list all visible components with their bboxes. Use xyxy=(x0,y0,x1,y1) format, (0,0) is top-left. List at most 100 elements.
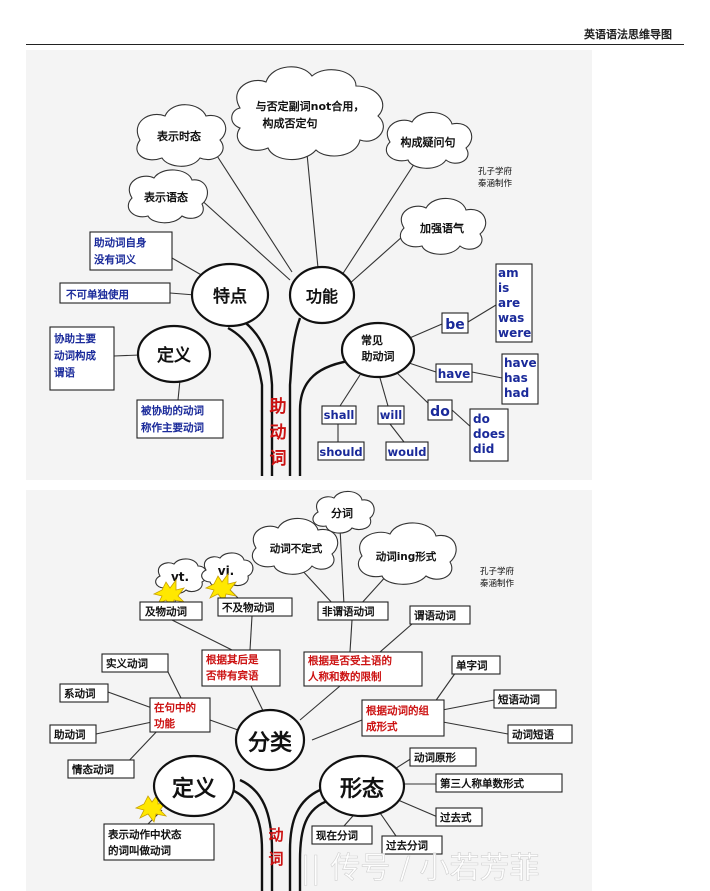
svg-text:功能: 功能 xyxy=(306,287,338,306)
svg-text:不及物动词: 不及物动词 xyxy=(222,601,275,614)
cloud-participle: 分词 xyxy=(312,490,375,534)
svg-text:动词短语: 动词短语 xyxy=(512,728,554,741)
svg-text:动词不定式: 动词不定式 xyxy=(270,542,323,555)
box-verb-phrase: 动词短语 xyxy=(507,724,573,744)
svg-text:定义: 定义 xyxy=(157,345,191,366)
svg-text:情态动词: 情态动词 xyxy=(72,763,114,776)
svg-text:与否定副词not合用，: 与否定副词not合用， xyxy=(256,99,365,113)
cloud-infinitive: 动词不定式 xyxy=(251,517,339,575)
svg-text:表示动作中状态: 表示动作中状态 xyxy=(107,828,182,841)
cloud-vi: vi. xyxy=(201,552,254,589)
box-by-subject: 根据是否受主语的 人称和数的限制 xyxy=(303,651,423,687)
svg-text:谓语动词: 谓语动词 xyxy=(414,609,456,622)
svg-text:do: do xyxy=(430,404,450,420)
svg-text:形态: 形态 xyxy=(340,776,384,802)
box-pres-part: 现在分词 xyxy=(311,825,373,845)
svg-text:has: has xyxy=(504,371,528,385)
box-past-part: 过去分词 xyxy=(381,835,443,855)
svg-text:功能: 功能 xyxy=(154,717,175,730)
box-phrase-verb: 短语动词 xyxy=(493,689,557,709)
svg-text:would: would xyxy=(388,445,427,459)
top-trunk-lines xyxy=(227,317,356,476)
node-dingyi-top: 定义 xyxy=(136,324,212,384)
aux-have-forms: have has had xyxy=(501,353,539,405)
bottom-trunk-char-1: 动 xyxy=(268,826,283,844)
svg-text:构成否定句: 构成否定句 xyxy=(263,116,318,130)
svg-text:have: have xyxy=(504,356,537,370)
svg-text:动词构成: 动词构成 xyxy=(54,349,96,362)
aux-shall: shall xyxy=(321,405,357,425)
header-rule xyxy=(26,44,684,45)
starburst-icon xyxy=(134,792,168,823)
box-intrans: 不及物动词 xyxy=(217,597,293,617)
svg-text:did: did xyxy=(473,442,494,456)
box-definition: 表示动作中状态 的词叫做动词 xyxy=(103,823,215,861)
svg-text:特点: 特点 xyxy=(213,286,247,307)
cloud-negate: 与否定副词not合用， 构成否定句 xyxy=(231,66,384,161)
svg-text:should: should xyxy=(319,445,362,459)
credit-bottom: 孔子学府 秦涵制作 xyxy=(480,566,515,589)
svg-text:will: will xyxy=(380,408,402,422)
svg-text:短语动词: 短语动词 xyxy=(498,693,540,706)
aux-will: will xyxy=(377,405,405,425)
svg-text:am: am xyxy=(498,266,519,280)
node-dingyi-bottom: 定义 xyxy=(152,754,236,818)
svg-text:在句中的: 在句中的 xyxy=(154,701,196,714)
svg-text:实义动词: 实义动词 xyxy=(106,657,148,670)
svg-text:vt.: vt. xyxy=(171,570,189,584)
box-base: 动词原形 xyxy=(409,747,477,767)
aux-have: have xyxy=(435,363,473,383)
svg-text:及物动词: 及物动词 xyxy=(145,605,187,618)
svg-text:加强语气: 加强语气 xyxy=(419,221,464,235)
aux-do-forms: do does did xyxy=(469,408,509,462)
aux-be: be xyxy=(441,312,469,334)
node-gongneng: 功能 xyxy=(288,265,356,325)
box-pred: 谓语动词 xyxy=(409,605,471,625)
svg-text:非谓语动词: 非谓语动词 xyxy=(322,605,375,618)
svg-text:动词原形: 动词原形 xyxy=(414,751,456,764)
svg-text:根据动词的组: 根据动词的组 xyxy=(366,704,429,717)
svg-text:谓语: 谓语 xyxy=(54,366,75,379)
node-xingtai: 形态 xyxy=(318,754,406,818)
svg-text:were: were xyxy=(498,326,531,340)
watermark: || 传号 / 小若芳菲 xyxy=(301,851,540,886)
cloud-tense: 表示时态 xyxy=(136,104,227,167)
svg-text:be: be xyxy=(445,317,465,333)
svg-text:现在分词: 现在分词 xyxy=(316,829,358,842)
cloud-ing: 动词ing形式 xyxy=(357,522,457,585)
svg-text:协助主要: 协助主要 xyxy=(54,332,96,345)
svg-text:孔子学府: 孔子学府 xyxy=(480,566,515,577)
svg-text:称作主要动词: 称作主要动词 xyxy=(141,421,204,434)
box-content: 实义动词 xyxy=(101,653,169,673)
aux-do: do xyxy=(427,399,453,421)
top-trunk-char-2: 动 xyxy=(270,423,287,443)
box-not-alone: 不可单独使用 xyxy=(59,282,171,304)
top-trunk-char-3: 词 xyxy=(270,449,287,469)
box-assist: 协助主要 动词构成 谓语 xyxy=(49,326,115,391)
svg-text:根据其后是: 根据其后是 xyxy=(206,653,259,666)
svg-text:没有词义: 没有词义 xyxy=(94,253,136,266)
svg-text:do: do xyxy=(473,412,490,426)
starburst-icon xyxy=(204,572,238,603)
box-aux-bottom: 助动词 xyxy=(49,724,97,744)
svg-text:被协助的动词: 被协助的动词 xyxy=(141,404,204,417)
box-modal: 情态动词 xyxy=(67,759,135,779)
svg-text:的词叫做动词: 的词叫做动词 xyxy=(108,844,171,857)
box-no-meaning: 助动词自身 没有词义 xyxy=(89,231,173,271)
svg-text:定义: 定义 xyxy=(172,776,216,802)
svg-text:常见: 常见 xyxy=(361,333,383,347)
box-third: 第三人称单数形式 xyxy=(435,773,563,793)
svg-text:构成疑问句: 构成疑问句 xyxy=(401,135,456,149)
bottom-trunk-char-2: 词 xyxy=(268,850,283,868)
aux-be-forms: am is are was were xyxy=(495,263,533,343)
aux-would: would xyxy=(385,441,429,461)
svg-text:孔子学府: 孔子学府 xyxy=(478,166,513,177)
svg-text:不可单独使用: 不可单独使用 xyxy=(66,288,129,301)
svg-text:does: does xyxy=(473,427,505,441)
box-nonpred: 非谓语动词 xyxy=(317,601,389,621)
box-past: 过去式 xyxy=(435,807,483,827)
svg-text:分类: 分类 xyxy=(248,731,293,756)
svg-text:过去式: 过去式 xyxy=(440,811,472,824)
svg-text:are: are xyxy=(498,296,520,310)
